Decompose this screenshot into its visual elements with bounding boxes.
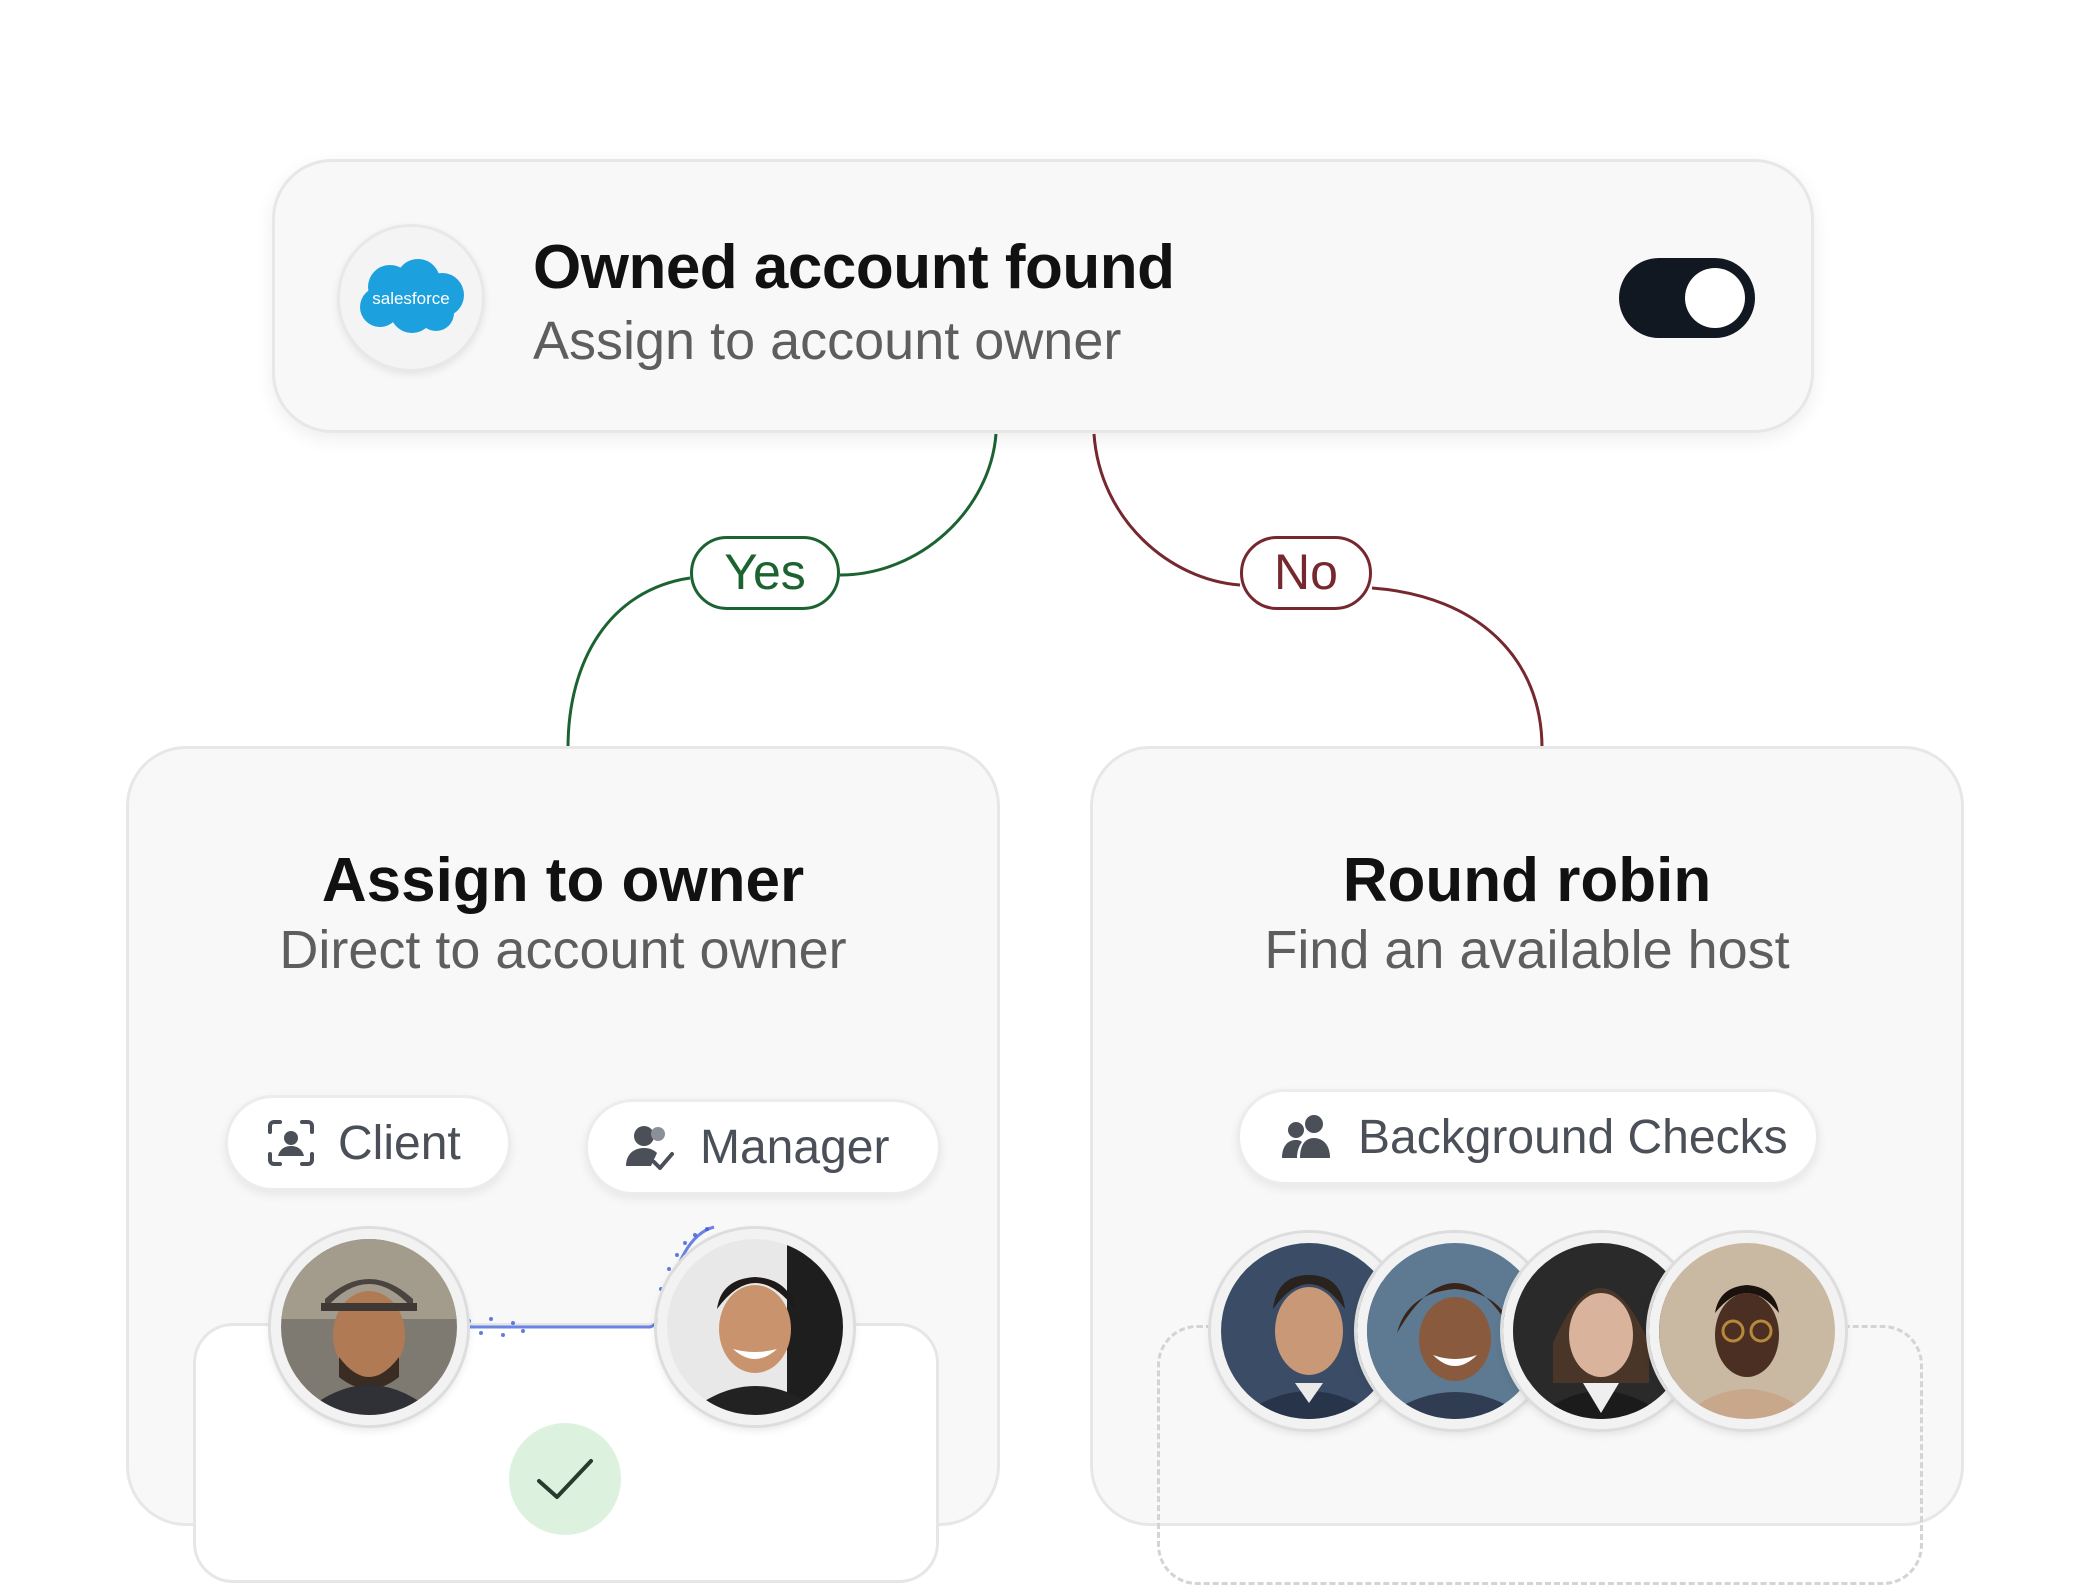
assign-to-owner-card[interactable]: Assign to owner Direct to account owner … (126, 746, 1000, 1583)
manager-tag-label: Manager (700, 1120, 890, 1174)
owned-account-rule-card[interactable]: salesforce Owned account found Assign to… (272, 159, 1814, 433)
manager-tag[interactable]: Manager (585, 1099, 941, 1195)
host-avatar[interactable] (1357, 1233, 1553, 1429)
owner-link-line (459, 1225, 715, 1337)
host-avatar[interactable] (1649, 1233, 1845, 1429)
background-checks-label: Background Checks (1358, 1110, 1788, 1164)
card-title: Round robin (1342, 846, 1712, 915)
client-icon (266, 1118, 316, 1168)
client-tag-label: Client (338, 1116, 461, 1170)
card-subtitle: Direct to account owner (279, 920, 847, 980)
background-checks-tag[interactable]: Background Checks (1237, 1089, 1819, 1185)
manager-avatar[interactable] (657, 1229, 853, 1425)
yes-branch-label: Yes (690, 536, 840, 610)
rule-title: Owned account found (533, 233, 1175, 302)
manager-icon (624, 1122, 678, 1172)
salesforce-cloud-icon: salesforce (360, 259, 464, 333)
client-avatar[interactable] (271, 1229, 467, 1425)
yes-connector (839, 433, 998, 577)
no-branch-label: No (1240, 536, 1372, 610)
card-title: Assign to owner (321, 846, 805, 915)
host-avatar[interactable] (1211, 1233, 1407, 1429)
no-connector-lower (1371, 586, 1544, 749)
toggle-knob (1685, 268, 1745, 328)
salesforce-logo-text: salesforce (372, 289, 449, 308)
no-connector (1092, 433, 1241, 587)
card-subtitle: Find an available host (1264, 920, 1790, 980)
salesforce-logo: salesforce (337, 224, 485, 372)
client-tag[interactable]: Client (225, 1095, 511, 1191)
yes-connector-lower (566, 576, 691, 749)
group-icon (1280, 1112, 1336, 1162)
rule-subtitle: Assign to account owner (533, 311, 1122, 371)
round-robin-card[interactable]: Round robin Find an available host Backg… (1090, 746, 1964, 1585)
rule-toggle[interactable] (1619, 258, 1755, 338)
